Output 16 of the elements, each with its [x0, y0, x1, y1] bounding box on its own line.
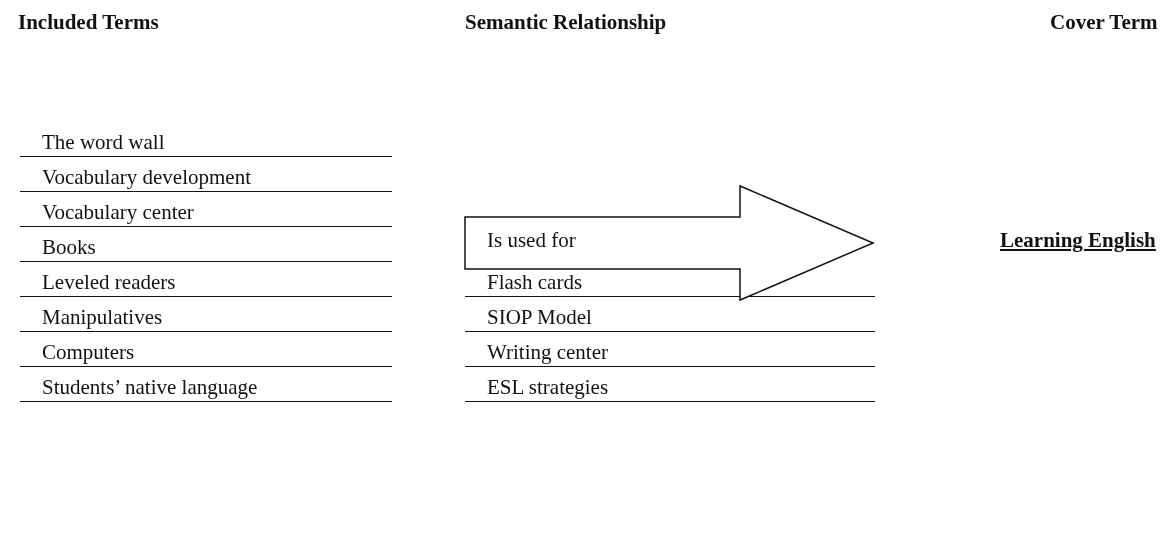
term-entry: Manipulatives	[20, 305, 392, 332]
arrow-label: Is used for	[487, 228, 576, 253]
term-entry: The word wall	[20, 130, 392, 157]
column-heading: Semantic Relationship	[465, 10, 667, 35]
column-heading: Cover Term	[1050, 10, 1158, 35]
column-heading: Included Terms	[18, 10, 159, 35]
term-entry: Writing center	[465, 340, 875, 367]
term-entry: Leveled readers	[20, 270, 392, 297]
term-entry: Vocabulary center	[20, 200, 392, 227]
cover-term: Learning English	[1000, 228, 1156, 253]
term-entry: ESL strategies	[465, 375, 875, 402]
term-entry: Vocabulary development	[20, 165, 392, 192]
term-entry: Books	[20, 235, 392, 262]
term-entry: Computers	[20, 340, 392, 367]
term-entry: Students’ native language	[20, 375, 392, 402]
term-entry: SIOP Model	[465, 305, 875, 332]
